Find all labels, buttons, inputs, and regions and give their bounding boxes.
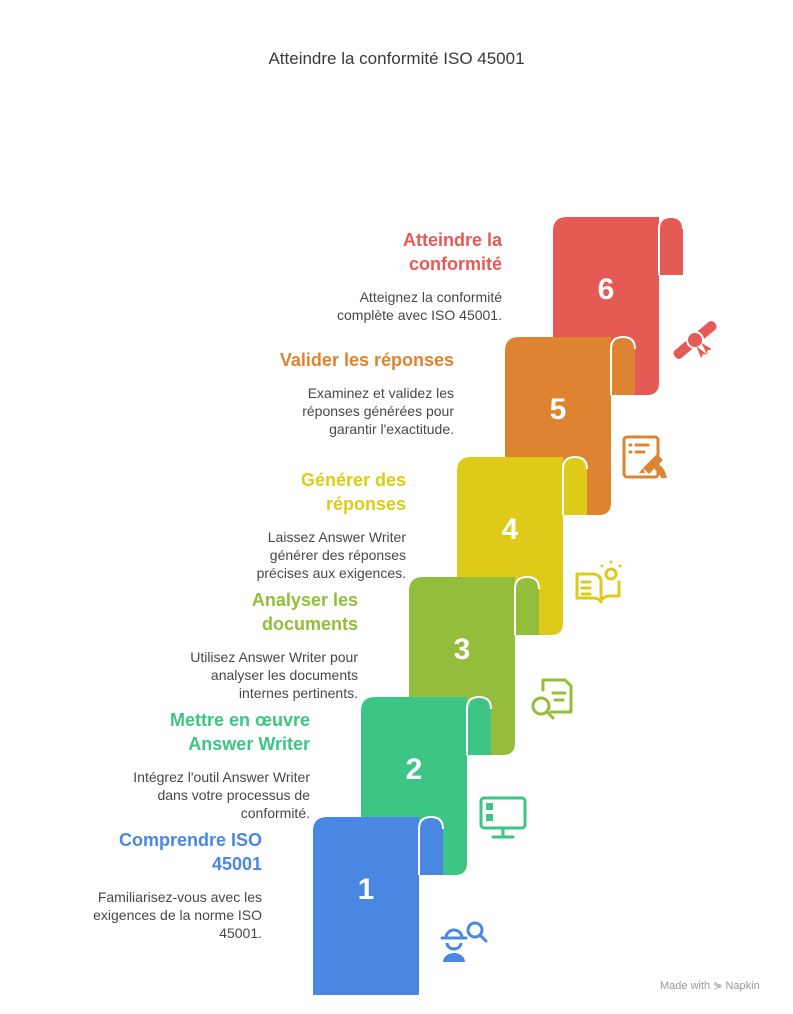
step-description-line: Examinez et validez les [307, 385, 454, 401]
step-description-line: Familiarisez-vous avec les [97, 889, 262, 905]
step-description: Intégrez l'outil Answer Writer dans votre… [50, 768, 310, 822]
step-description: Atteignez la conformité complète avec ISO… [242, 288, 502, 324]
step-scroll-curl [515, 577, 539, 635]
step-description-line: Intégrez l'outil Answer Writer [133, 769, 310, 785]
step-description-line: Laissez Answer Writer [267, 529, 406, 545]
step-description-line: complète avec ISO 45001. [337, 307, 502, 323]
step-number: 4 [502, 513, 519, 546]
step-description: Familiarisez-vous avec les exigences de l… [2, 888, 262, 942]
step-title-line: Atteindre la [402, 230, 502, 250]
step-description-line: dans votre processus de [157, 787, 310, 803]
step-description-line: réponses générées pour [302, 403, 454, 419]
step-number: 3 [454, 633, 471, 666]
step-number: 2 [406, 753, 423, 786]
step-title-line: Mettre en œuvre [169, 710, 310, 730]
step-title: Valider les réponses [194, 348, 454, 372]
step-title-line: réponses [325, 494, 406, 514]
step-title: Comprendre ISO 45001 [2, 828, 262, 876]
step-description-line: analyser les documents [210, 667, 358, 683]
step-description-line: internes pertinents. [238, 685, 358, 701]
step-description: Examinez et validez les réponses générées… [194, 384, 454, 438]
step-scroll-curl [467, 697, 491, 755]
step-scroll-curl [659, 217, 683, 275]
step-description-line: Atteignez la conformité [359, 289, 502, 305]
worker-search-icon [440, 921, 488, 962]
document-edit-icon [622, 435, 667, 479]
step-description-line: 45001. [219, 925, 262, 941]
napkin-watermark: Made with ⋟ Napkin [660, 980, 760, 992]
step-description-line: garantir l'exactitude. [329, 421, 454, 437]
document-search-icon [531, 678, 573, 720]
step-description: Utilisez Answer Writer pour analyser les … [98, 648, 358, 702]
step-scroll-body [313, 817, 419, 995]
step-title-line: 45001 [211, 854, 262, 874]
step-number: 5 [550, 393, 567, 426]
step-title-line: Comprendre ISO [118, 830, 262, 850]
step-title-line: conformité [408, 254, 502, 274]
step-description-line: générer des réponses [269, 547, 406, 563]
step-title-line: Analyser les [251, 590, 358, 610]
step-description-line: Utilisez Answer Writer pour [190, 649, 358, 665]
step-description-line: exigences de la norme ISO [93, 907, 262, 923]
step-description-line: conformité. [240, 805, 310, 821]
step-title-line: Valider les réponses [279, 350, 454, 370]
step-scroll-curl [611, 337, 635, 395]
step-description: Laissez Answer Writer générer des réponse… [146, 528, 406, 582]
step-title-line: documents [261, 614, 358, 634]
monitor-icon [479, 796, 527, 839]
step-scroll-curl [419, 817, 443, 875]
step-number: 1 [358, 873, 375, 906]
step-scroll-curl [563, 457, 587, 515]
step-number: 6 [598, 273, 615, 306]
step-title-line: Générer des [300, 470, 406, 490]
diagram-title: Atteindre la conformité ISO 45001 [268, 49, 525, 68]
book-idea-icon [575, 560, 622, 604]
step-1: 1 [313, 815, 488, 995]
step-title-line: Answer Writer [188, 734, 310, 754]
step-title: Générer des réponses [146, 468, 406, 516]
step-description-line: précises aux exigences. [256, 565, 406, 581]
step-title: Atteindre la conformité [242, 228, 502, 276]
step-title: Analyser les documents [98, 588, 358, 636]
diploma-icon [673, 321, 717, 359]
